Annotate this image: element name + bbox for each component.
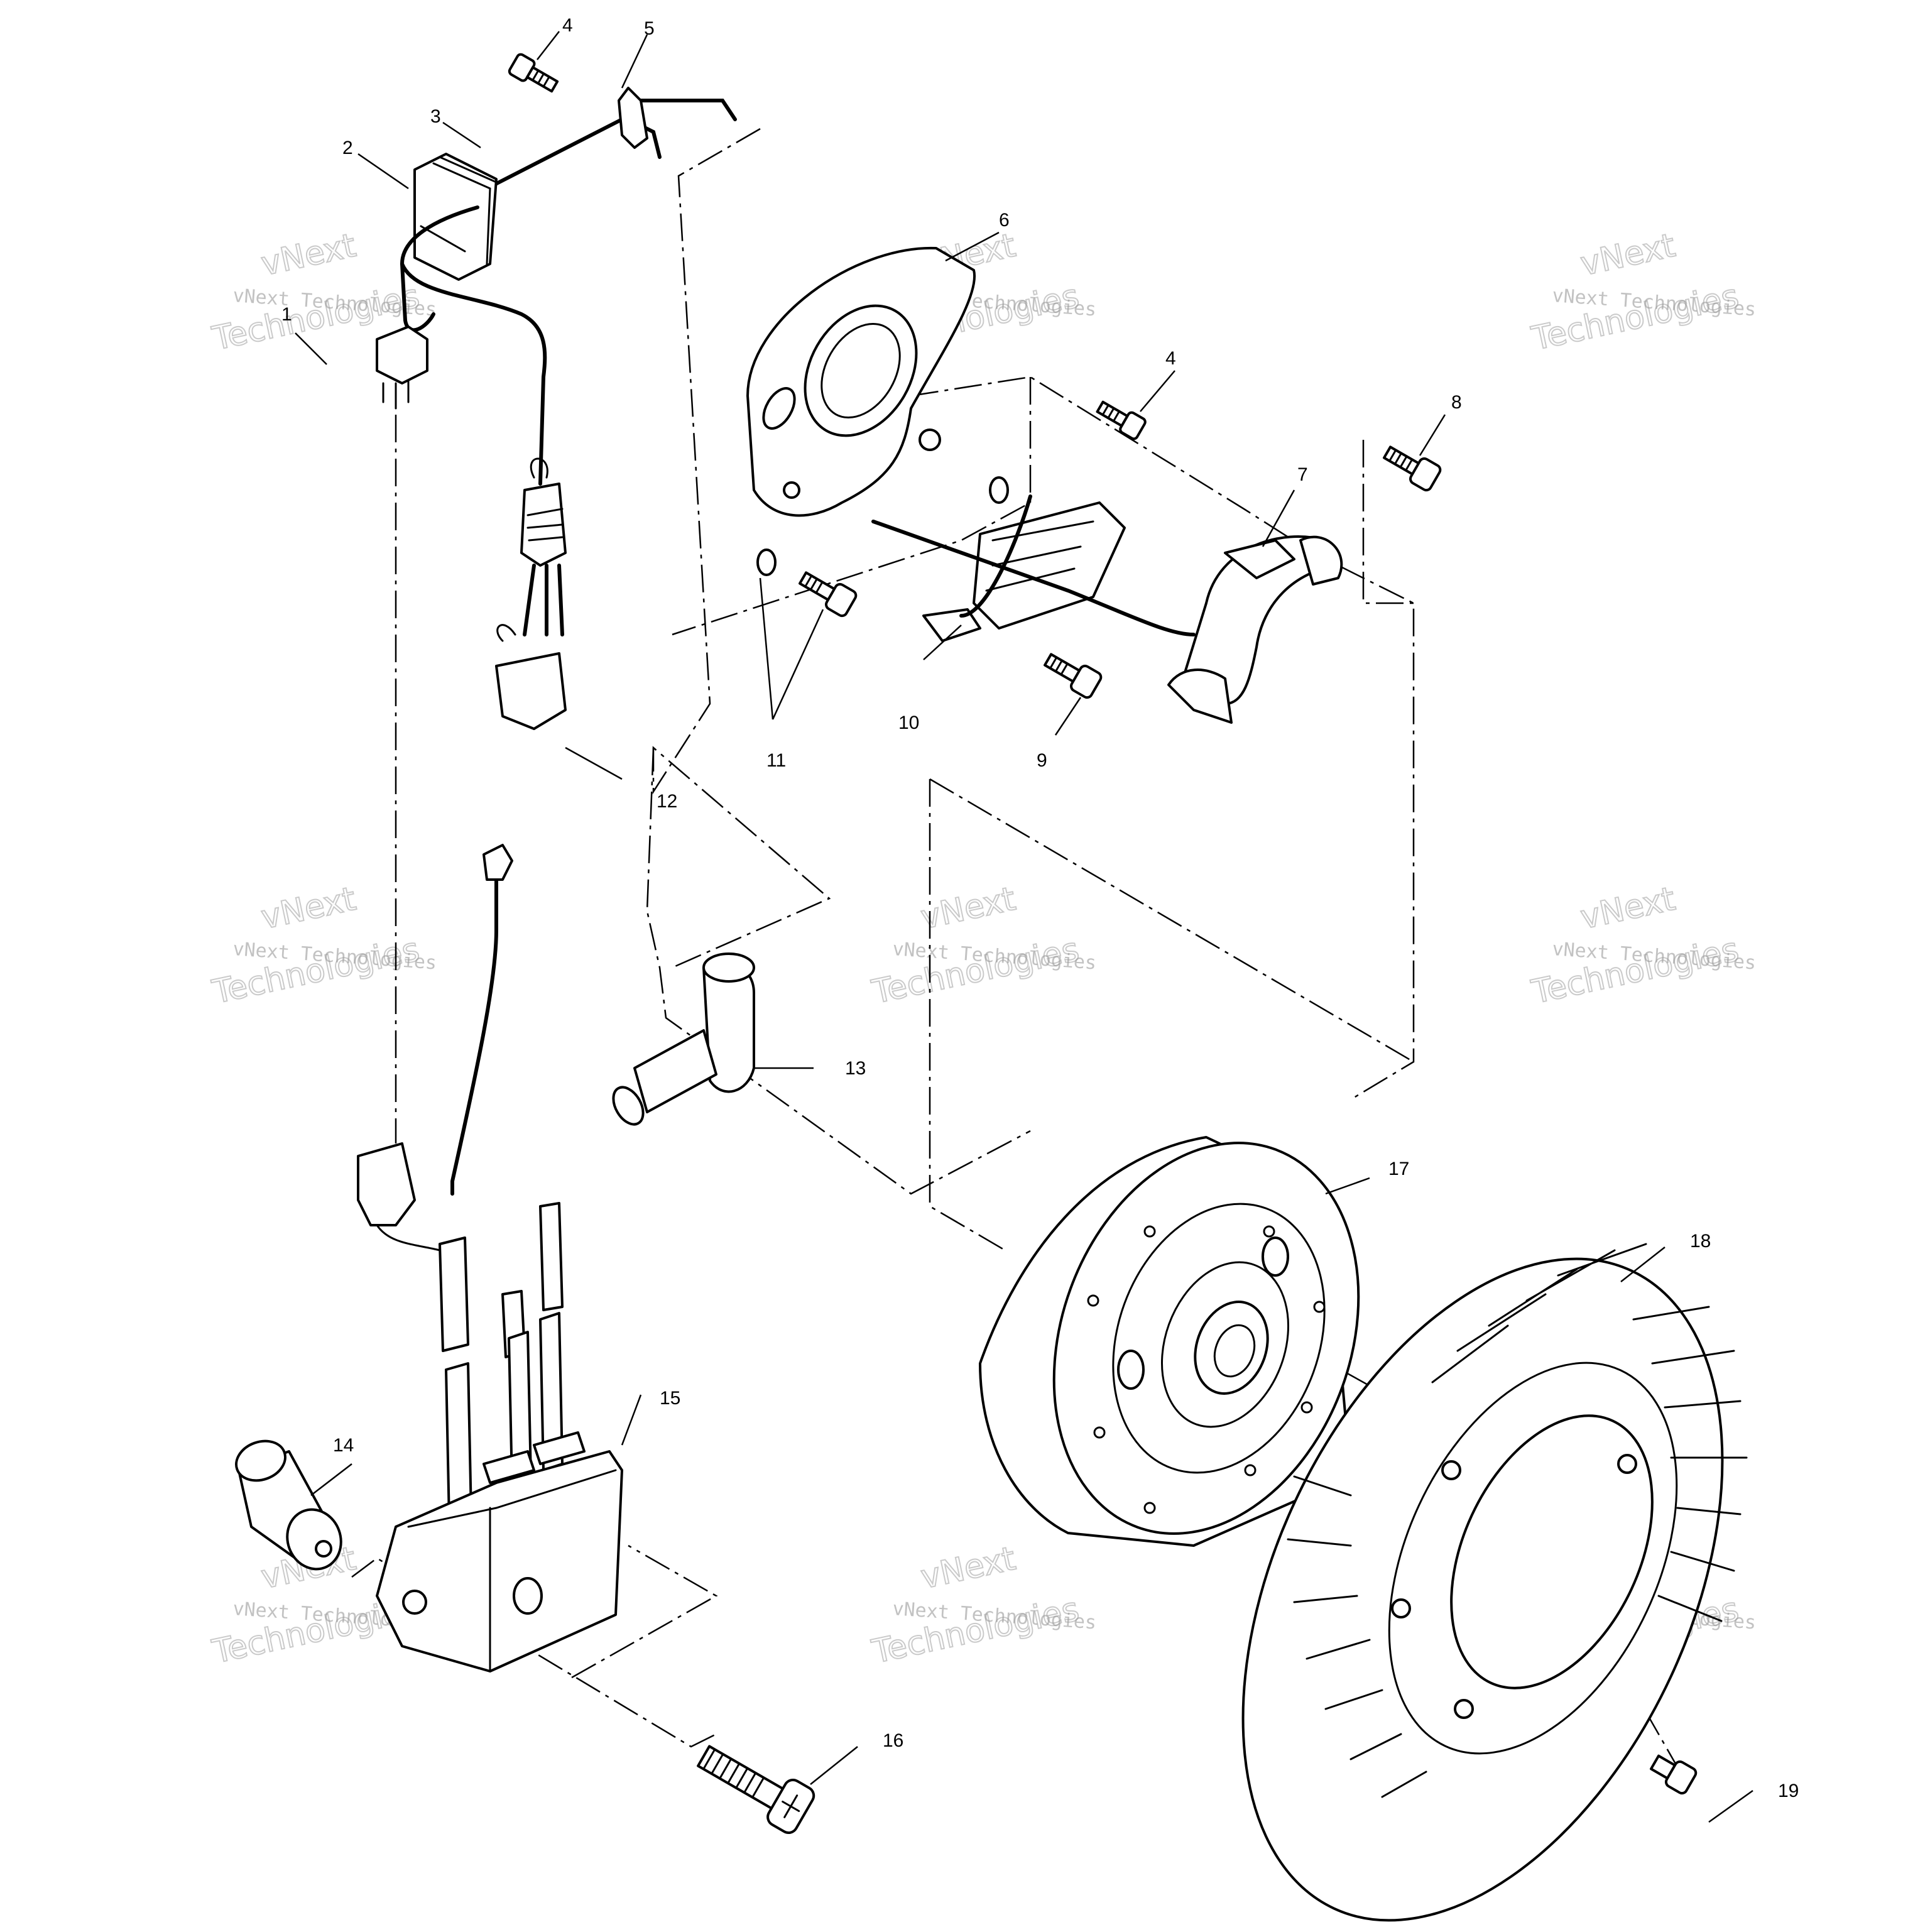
callout-8: 8 <box>1451 392 1462 413</box>
leader-16 <box>810 1746 858 1785</box>
rectifier-module <box>413 153 498 281</box>
screw-4a <box>508 53 559 93</box>
spacer <box>235 1439 342 1571</box>
fasteners-upper <box>508 53 1442 699</box>
leader-1 <box>295 332 327 365</box>
watermark-big-text: vNext <box>1578 227 1679 283</box>
leader-7 <box>1262 489 1295 547</box>
screw-9 <box>1044 653 1103 699</box>
screw-4b <box>1096 400 1147 440</box>
callout-12: 12 <box>657 791 677 812</box>
kill-switch-connector <box>357 1142 416 1226</box>
harness-sleeve <box>520 483 567 567</box>
watermark-big-text: vNext <box>258 880 359 937</box>
callout-14: 14 <box>333 1435 354 1456</box>
ignition-coil <box>357 844 623 1673</box>
callout-6: 6 <box>999 210 1010 231</box>
callout-18: 18 <box>1690 1231 1711 1252</box>
harness-connector <box>495 652 567 730</box>
leader-11 <box>759 577 824 720</box>
callout-5: 5 <box>644 18 655 39</box>
leader-15 <box>621 1394 642 1446</box>
leader-6 <box>945 231 1000 262</box>
callout-15: 15 <box>660 1388 680 1409</box>
stator-plate <box>746 246 976 517</box>
watermark-big-text: vNext <box>258 227 359 283</box>
leader-17 <box>1325 1177 1370 1195</box>
cooling-fan <box>1241 1243 1748 1922</box>
leader-4a <box>537 31 560 60</box>
leader-9 <box>1054 697 1082 736</box>
washer-11 <box>756 548 777 576</box>
screw-19 <box>1650 1754 1698 1795</box>
screw-11 <box>799 571 858 618</box>
trigger-coil <box>871 494 1196 642</box>
bolt-16 <box>697 1745 815 1835</box>
watermark-big-text: vNext <box>918 880 1019 937</box>
leader-5 <box>621 34 648 89</box>
callout-labels: 1 2 3 4 4 5 6 7 8 9 10 11 12 13 14 15 16… <box>281 15 1799 1801</box>
callout-9: 9 <box>1037 750 1047 771</box>
callout-1: 1 <box>281 304 292 325</box>
watermark-mid-left: vNext Technologies <box>209 880 423 1012</box>
watermark-big-text: vNext <box>918 1540 1019 1596</box>
leader-3 <box>442 121 481 149</box>
callout-3: 3 <box>430 106 441 127</box>
watermark-bottom-mid: vNext Technologies <box>868 1539 1083 1672</box>
callout-10: 10 <box>898 712 919 733</box>
charging-coil <box>1167 535 1343 724</box>
callout-11: 11 <box>766 750 786 771</box>
leader-19 <box>1708 1789 1753 1823</box>
leader-4b <box>1140 370 1175 412</box>
leader-2 <box>357 153 409 190</box>
callout-17: 17 <box>1388 1159 1409 1179</box>
connector-plug <box>376 325 428 385</box>
leader-10 <box>923 625 962 660</box>
wire-harness-upper <box>485 87 737 190</box>
leader-8 <box>1419 414 1446 456</box>
callout-2: 2 <box>342 138 353 158</box>
callout-16: 16 <box>883 1730 903 1751</box>
leader-lines <box>295 31 1753 1823</box>
callout-19: 19 <box>1778 1781 1799 1801</box>
callout-4b: 4 <box>1165 348 1176 369</box>
leader-14 <box>310 1463 352 1496</box>
watermark-big-text: vNext <box>1578 880 1679 937</box>
leader-18 <box>1620 1247 1666 1282</box>
watermark-mid-right: vNext Technologies <box>1528 880 1743 1012</box>
watermark-top-right: vNext Technologies <box>1528 226 1743 359</box>
screw-8 <box>1383 445 1442 492</box>
callout-4a: 4 <box>562 15 573 36</box>
washer-6 <box>989 476 1009 504</box>
leader-12 <box>565 746 623 780</box>
flywheel <box>979 1136 1360 1547</box>
spark-plug-cap <box>612 952 755 1126</box>
watermark-mid-mid: vNext Technologies <box>868 880 1083 1012</box>
callout-13: 13 <box>845 1058 866 1079</box>
main-harness <box>376 205 567 730</box>
cable-clamp <box>618 87 648 149</box>
callout-7: 7 <box>1297 464 1308 485</box>
